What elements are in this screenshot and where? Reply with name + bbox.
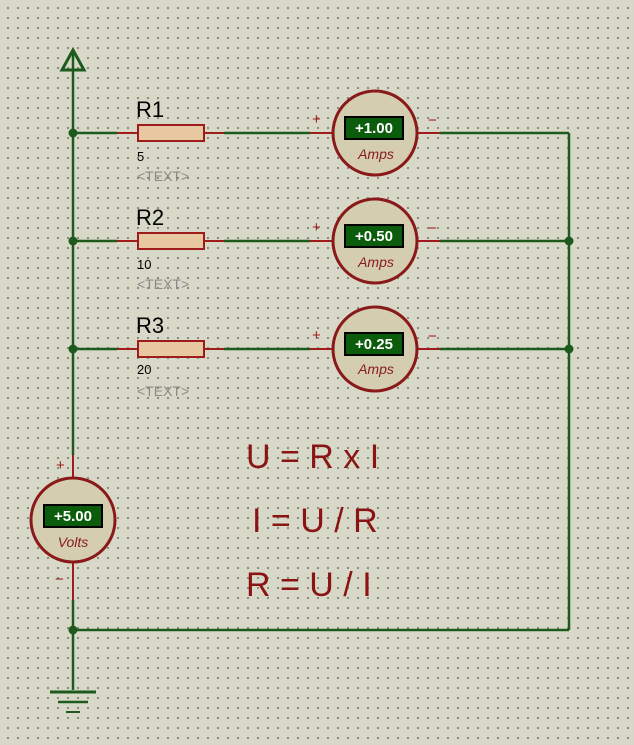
ammeter-2-plus: + — [312, 219, 321, 236]
ammeter-3-unit: Amps — [357, 361, 394, 377]
resistor-r2[interactable] — [137, 232, 205, 250]
branch-3 — [73, 340, 569, 358]
power-terminal-icon[interactable] — [59, 46, 87, 72]
formula-ohms-law-current: I = U / R — [252, 502, 378, 540]
ammeter-1-reading: +1.00 — [355, 120, 393, 137]
voltmeter-minus: − — [55, 571, 64, 588]
ammeter-2-unit: Amps — [357, 254, 394, 270]
resistor-r3[interactable] — [137, 340, 205, 358]
ammeter-2-minus: − — [428, 220, 437, 237]
ammeter-2-reading: +0.50 — [355, 228, 393, 245]
junction-node — [564, 344, 574, 354]
ammeter-1-minus: − — [428, 112, 437, 129]
ammeter-3[interactable]: +0.25 Amps — [331, 305, 419, 393]
resistor-r3-value: 20 — [137, 362, 151, 377]
junction-node — [68, 625, 78, 635]
resistor-r2-value: 10 — [137, 257, 151, 272]
ammeter-1-plus: + — [312, 111, 321, 128]
branch-1 — [73, 124, 569, 142]
resistor-r1-ref: R1 — [136, 97, 164, 122]
ammeter-1[interactable]: +1.00 Amps — [331, 89, 419, 177]
voltmeter-unit: Volts — [58, 534, 89, 550]
ammeter-3-minus: − — [428, 328, 437, 345]
ground-icon[interactable] — [50, 690, 96, 713]
junction-node — [68, 128, 78, 138]
resistor-r1[interactable] — [137, 124, 205, 142]
resistor-r2-text: <TEXT> — [137, 276, 189, 292]
junction-node — [68, 236, 78, 246]
ammeter-3-reading: +0.25 — [355, 336, 393, 353]
ammeter-2[interactable]: +0.50 Amps — [331, 197, 419, 285]
ammeter-1-unit: Amps — [357, 146, 394, 162]
resistor-r3-text: <TEXT> — [137, 383, 189, 399]
resistor-r3-ref: R3 — [136, 313, 164, 338]
resistor-r1-value: 5 — [137, 149, 144, 164]
junction-node — [68, 344, 78, 354]
branch-2 — [73, 232, 569, 250]
formula-ohms-law-voltage: U = R x I — [246, 438, 379, 476]
voltmeter-reading: +5.00 — [54, 508, 92, 525]
resistor-r2-ref: R2 — [136, 205, 164, 230]
junction-node — [564, 236, 574, 246]
voltmeter[interactable]: +5.00 Volts — [29, 476, 117, 564]
voltmeter-plus: + — [56, 457, 65, 474]
ammeter-3-plus: + — [312, 327, 321, 344]
resistor-r1-text: <TEXT> — [137, 168, 189, 184]
formula-ohms-law-resistance: R = U / I — [246, 566, 372, 604]
